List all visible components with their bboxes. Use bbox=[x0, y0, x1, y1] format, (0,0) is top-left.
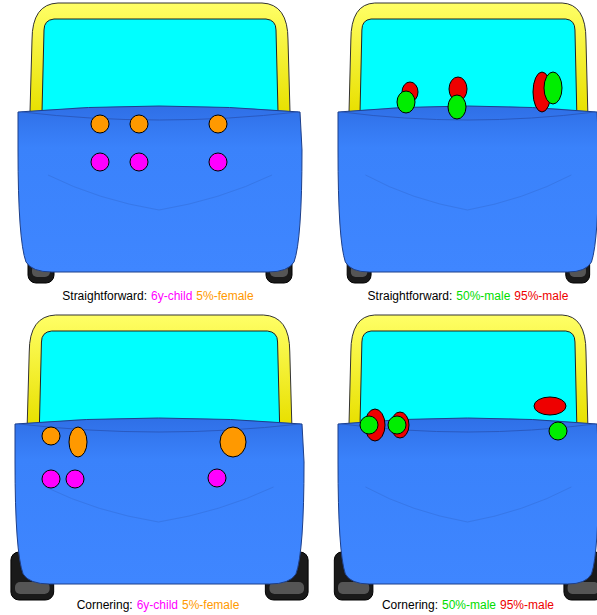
impact-mark bbox=[448, 95, 466, 119]
caption-label: 5%-female bbox=[182, 598, 239, 612]
caption-label: 6y-child bbox=[151, 289, 192, 303]
impact-mark bbox=[397, 91, 415, 113]
panel-caption: Cornering: 50%-male 95%-male bbox=[382, 598, 554, 612]
impact-mark bbox=[549, 422, 567, 440]
impact-mark bbox=[360, 416, 378, 434]
vehicle-front bbox=[334, 315, 597, 600]
caption-label: 95%-male bbox=[500, 598, 554, 612]
impact-mark bbox=[130, 153, 148, 171]
impact-mark bbox=[130, 115, 148, 133]
impact-mark bbox=[91, 153, 109, 171]
impact-mark bbox=[208, 469, 226, 487]
impact-mark bbox=[544, 72, 562, 104]
impact-mark bbox=[209, 153, 227, 171]
caption-label: 50%-male bbox=[456, 289, 510, 303]
vehicle-front bbox=[338, 3, 597, 283]
caption-label: 50%-male bbox=[442, 598, 496, 612]
vehicle-front bbox=[18, 3, 302, 283]
caption-label: Straightforward: bbox=[62, 289, 147, 303]
caption-label: 6y-child bbox=[137, 598, 178, 612]
impact-mark bbox=[42, 470, 60, 488]
impact-mark bbox=[66, 470, 84, 488]
panel-caption: Straightforward:50%-male 95%-male bbox=[368, 289, 569, 303]
impact-mark bbox=[388, 416, 406, 434]
panel-caption: Straightforward: 6y-child 5%-female bbox=[62, 289, 253, 303]
impact-mark bbox=[42, 427, 60, 445]
impact-mark bbox=[91, 115, 109, 133]
panel-caption: Cornering: 6y-child 5%-female bbox=[77, 598, 240, 612]
caption-label: 5%-female bbox=[196, 289, 253, 303]
caption-label: Straightforward: bbox=[368, 289, 453, 303]
impact-mark bbox=[220, 427, 246, 457]
impact-mark bbox=[209, 115, 227, 133]
vehicle-front bbox=[11, 315, 308, 600]
impact-mark bbox=[534, 397, 566, 415]
impact-mark bbox=[69, 427, 87, 457]
caption-label: Cornering: bbox=[382, 598, 438, 612]
caption-label: 95%-male bbox=[514, 289, 568, 303]
caption-label: Cornering: bbox=[77, 598, 133, 612]
